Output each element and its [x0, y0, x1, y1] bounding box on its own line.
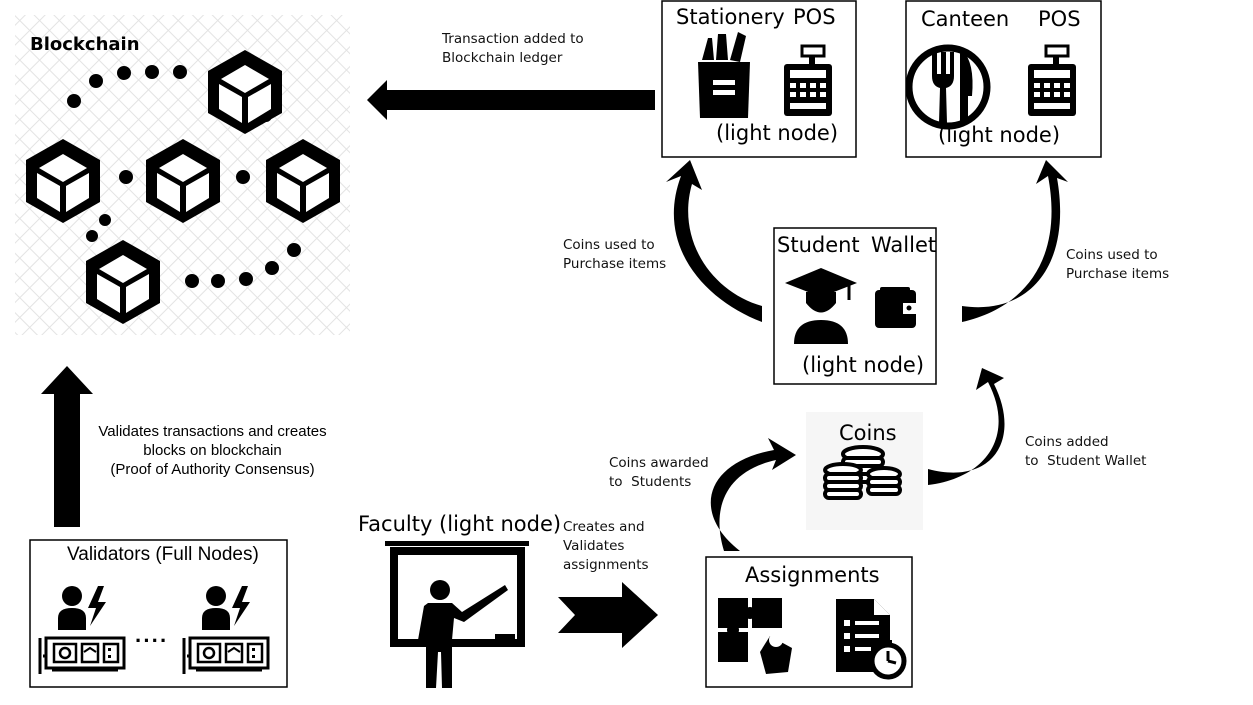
- coins-title: Coins: [839, 421, 897, 445]
- faculty-note-line3: assignments: [563, 557, 649, 573]
- canteen-subtitle: (light node): [938, 123, 1061, 147]
- purchase-arrow-left: [666, 160, 762, 322]
- stationery-subtitle: (light node): [716, 121, 839, 145]
- faculty-note-line1: Creates and: [563, 519, 645, 535]
- ledger-arrow: [367, 80, 655, 120]
- student-title-right: Wallet: [871, 233, 937, 257]
- assignments-title: Assignments: [745, 563, 880, 587]
- validators-note-line2: blocks on blockchain: [143, 442, 282, 459]
- validators-note-line1: Validates transactions and creates: [98, 423, 327, 440]
- purchase-note-right-line1: Coins used to: [1066, 247, 1158, 263]
- assignments-box: [705, 556, 913, 688]
- purchase-note-left-line1: Coins used to: [563, 237, 655, 253]
- coin-stacks-icon: [823, 445, 902, 500]
- wallet-icon: [875, 287, 916, 328]
- stationery-title-left: Stationery: [676, 5, 785, 29]
- purchase-note-left: Coins used to Purchase items: [563, 236, 666, 274]
- coins-to-student-arrow: [928, 368, 1005, 485]
- validators-ellipsis: ····: [135, 628, 169, 653]
- ledger-note-line1: Transaction added to: [442, 31, 584, 47]
- validators-note-line3: (Proof of Authority Consensus): [110, 461, 315, 478]
- validators-title: Validators (Full Nodes): [67, 544, 259, 565]
- faculty-note-line2: Validates: [563, 538, 625, 554]
- puzzle-icon: [718, 598, 792, 674]
- validators-box: [29, 539, 288, 688]
- graduate-student-icon: [785, 268, 857, 344]
- assignments-to-coins-arrow: [710, 438, 796, 551]
- pos-register-icon: [1026, 44, 1078, 118]
- student-box: [773, 227, 937, 385]
- canteen-title-right: POS: [1038, 7, 1081, 31]
- student-subtitle: (light node): [802, 353, 925, 377]
- coins-awarded-line1: Coins awarded: [609, 455, 709, 471]
- purchase-arrow-right: [962, 160, 1068, 322]
- checklist-clock-icon: [836, 599, 907, 680]
- teacher-board-icon: [385, 541, 529, 688]
- coins-awarded-line2: to Students: [609, 474, 692, 490]
- blockchain-title: Blockchain: [30, 34, 140, 55]
- validators-to-blockchain-arrow: [41, 366, 93, 527]
- faculty-to-assignments-arrow: [558, 582, 658, 648]
- purchase-note-left-line2: Purchase items: [563, 256, 667, 272]
- coins-added-line2: to Student Wallet: [1025, 453, 1147, 469]
- fork-knife-plate-icon: [905, 44, 991, 130]
- coins-awarded-note: Coins awarded to Students: [609, 454, 709, 492]
- pos-register-icon: [782, 44, 834, 118]
- purchase-note-right: Coins used to Purchase items: [1066, 246, 1169, 284]
- stationery-box: [661, 0, 857, 158]
- purchase-note-right-line2: Purchase items: [1066, 266, 1170, 282]
- faculty-title: Faculty (light node): [358, 512, 562, 536]
- coins-added-line1: Coins added: [1025, 434, 1109, 450]
- canteen-title-left: Canteen: [921, 7, 1010, 31]
- ledger-note: Transaction added to Blockchain ledger: [442, 30, 584, 68]
- canteen-box: [905, 0, 1102, 158]
- validator-node-icon: [182, 584, 270, 676]
- student-title-left: Student: [777, 233, 860, 257]
- pencil-cup-icon: [698, 32, 750, 118]
- ledger-note-line2: Blockchain ledger: [442, 50, 563, 66]
- validator-node-icon: [38, 584, 126, 676]
- validators-note: Validates transactions and creates block…: [80, 422, 345, 479]
- stationery-title-right: POS: [793, 5, 836, 29]
- coins-added-note: Coins added to Student Wallet: [1025, 433, 1146, 471]
- faculty-note: Creates and Validates assignments: [563, 518, 649, 575]
- blockchain-cube-network-icon: [15, 15, 350, 335]
